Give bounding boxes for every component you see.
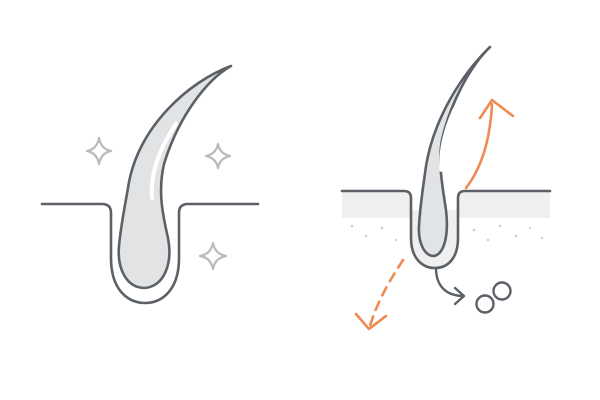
sparkle-icon <box>198 241 228 271</box>
healthy-follicle-panel <box>40 64 260 305</box>
arrow-down-icon <box>354 258 405 331</box>
hair-shaft <box>117 64 233 290</box>
particle-arrow-icon <box>434 266 466 306</box>
sparkle-icon <box>85 136 113 166</box>
skin-surface-line <box>40 202 260 305</box>
arrow-up-icon <box>464 98 515 190</box>
particles-icon <box>475 281 512 314</box>
shedding-follicle-panel <box>340 45 552 331</box>
sparkle-icon <box>204 142 232 170</box>
skin-pores <box>350 224 544 242</box>
hair-highlight <box>149 122 178 200</box>
hair-highlight <box>439 108 456 172</box>
